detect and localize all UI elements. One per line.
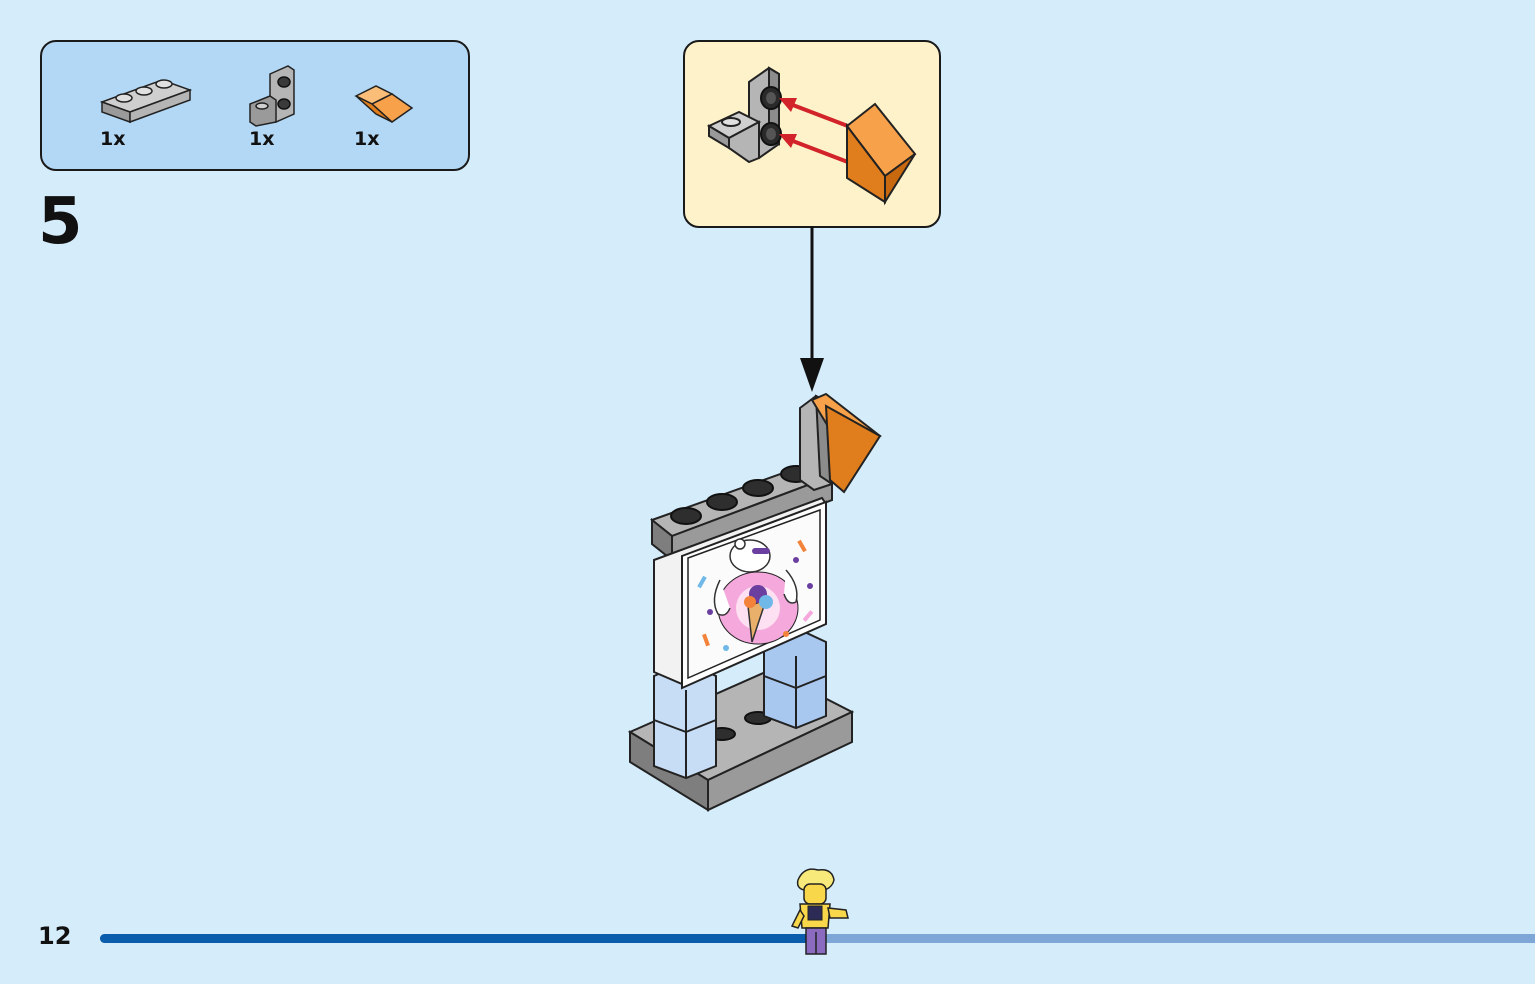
progress-bar-fill (100, 934, 811, 943)
bracket-slope-assembly-icon (706, 66, 917, 206)
step-number: 5 (38, 185, 83, 259)
gray-plate-icon (98, 70, 194, 130)
minifigure-icon (784, 866, 852, 962)
orange-slope-icon (352, 72, 416, 128)
polar-bear-ice-cream-icon (697, 538, 814, 651)
quantity-label: 1x (100, 128, 126, 150)
gray-bracket-icon (246, 64, 302, 128)
placement-arrow (800, 226, 824, 392)
quantity-label: 1x (354, 128, 380, 150)
sub-assembly-callout (683, 40, 941, 228)
page-number: 12 (38, 922, 72, 950)
quantity-label: 1x (249, 128, 275, 150)
ice-cream-billboard-model (600, 380, 900, 824)
parts-list-box: 1x 1x 1x (40, 40, 470, 171)
